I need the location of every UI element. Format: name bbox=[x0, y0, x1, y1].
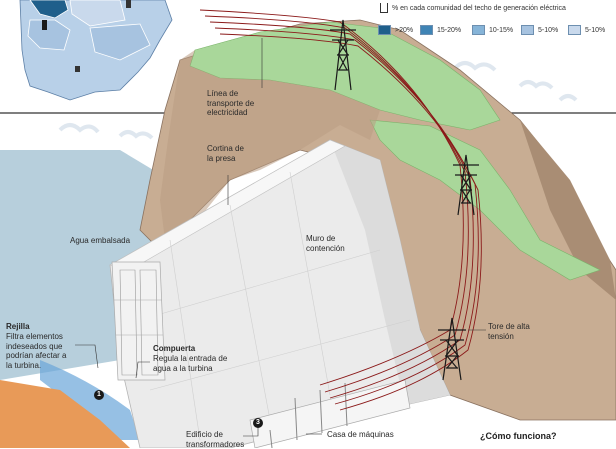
rock-upper-left bbox=[160, 50, 380, 240]
legend-item-5: 5-10% bbox=[568, 25, 605, 35]
intake-structure bbox=[111, 261, 166, 381]
label-compuerta-title: Compuerta bbox=[153, 344, 196, 353]
legend-item-2: 15-20% bbox=[420, 25, 461, 35]
label-torre: Tore de alta tensión bbox=[488, 322, 530, 341]
map-region-mid bbox=[27, 19, 71, 51]
label-cortina: Cortina de la presa bbox=[207, 144, 244, 163]
label-edificio: Edificio de transformadores bbox=[186, 430, 245, 449]
como-funciona-box: ¿Cómo funciona? bbox=[474, 426, 616, 448]
label-compuerta-text: Regula la entrada de agua a la turbina bbox=[153, 354, 228, 373]
legend-small-icon bbox=[380, 3, 388, 13]
powerhouse bbox=[249, 379, 411, 448]
map-region-light bbox=[69, 0, 126, 27]
step-badge-1: 1 bbox=[94, 390, 104, 400]
tower-middle bbox=[453, 154, 479, 216]
map-region-mid2 bbox=[89, 23, 151, 61]
como-funciona-title: ¿Cómo funciona? bbox=[480, 431, 557, 441]
label-muro: Muro de contención bbox=[306, 234, 345, 253]
label-rejilla-title: Rejilla bbox=[6, 322, 30, 331]
map-region-dark bbox=[29, 0, 69, 19]
grass-slope bbox=[369, 119, 601, 281]
dam-panels bbox=[139, 171, 411, 441]
legend-swatch-5 bbox=[568, 25, 581, 35]
label-rejilla-text: Filtra elementos indeseados que podrían … bbox=[6, 332, 67, 370]
legend-swatch-4 bbox=[521, 25, 534, 35]
step-badge-3: 3 bbox=[253, 418, 263, 428]
legend-swatch-3 bbox=[472, 25, 485, 35]
leader-lines bbox=[75, 38, 486, 437]
legend-title: % en cada comunidad del techo de generac… bbox=[392, 5, 566, 12]
legend-item-3: 10-15% bbox=[472, 25, 513, 35]
legend-item-4: 5-10% bbox=[521, 25, 558, 35]
legend-item-1: >20% bbox=[378, 25, 413, 35]
legend-swatch-2 bbox=[420, 25, 433, 35]
ground-foreground bbox=[0, 380, 130, 448]
clouds bbox=[58, 61, 578, 140]
dam-wall-shade bbox=[330, 140, 450, 405]
water-flow bbox=[40, 360, 140, 440]
label-casa-maquinas: Casa de máquinas bbox=[327, 430, 394, 439]
label-agua-embalsada: Agua embalsada bbox=[70, 236, 131, 245]
legend-swatch-1 bbox=[378, 25, 391, 35]
mountain-rock-shade bbox=[520, 120, 616, 300]
tower-top bbox=[330, 19, 356, 91]
label-linea-transporte: Línea de transporte de electricidad bbox=[207, 89, 255, 117]
tower-bottom bbox=[438, 317, 466, 381]
